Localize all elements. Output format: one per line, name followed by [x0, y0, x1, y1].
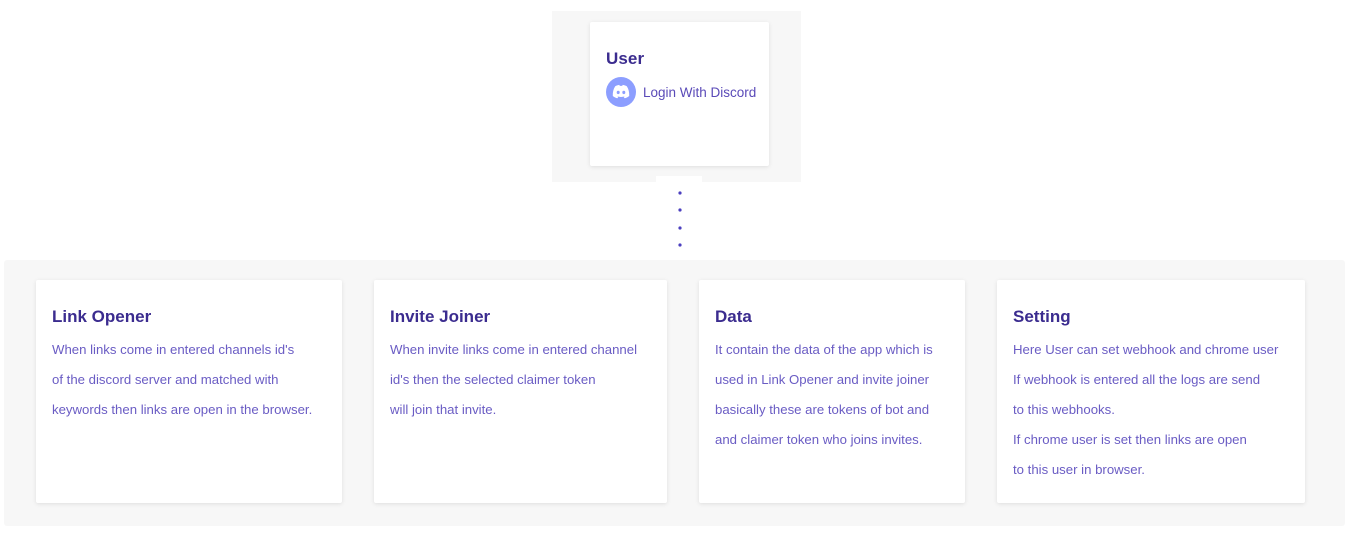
- feature-line: When links come in entered channels id's: [52, 342, 295, 357]
- feature-line: If webhook is entered all the logs are s…: [1013, 372, 1261, 387]
- feature-line: basically these are tokens of bot and: [715, 402, 930, 417]
- feature-card-data: Data It contain the data of the app whic…: [699, 280, 965, 503]
- login-with-discord-button[interactable]: Login With Discord: [606, 77, 756, 107]
- feature-description: It contain the data of the app which is …: [715, 335, 949, 455]
- feature-title: Setting: [1013, 307, 1071, 326]
- connector-dot: [678, 191, 682, 195]
- feature-title: Invite Joiner: [390, 307, 491, 326]
- feature-line: It contain the data of the app which is: [715, 342, 933, 357]
- discord-icon: [606, 77, 636, 107]
- feature-line: used in Link Opener and invite joiner: [715, 372, 930, 387]
- feature-line: When invite links come in entered channe…: [390, 342, 638, 357]
- feature-line: will join that invite.: [390, 402, 497, 417]
- user-card: User Login With Discord: [590, 22, 769, 166]
- feature-line: Here User can set webhook and chrome use…: [1013, 342, 1279, 357]
- feature-line: If chrome user is set then links are ope…: [1013, 432, 1247, 447]
- feature-line: to this webhooks.: [1013, 402, 1115, 417]
- connector-dotted-line: [678, 191, 682, 247]
- connector-dot: [678, 243, 682, 247]
- feature-line: and claimer token who joins invites.: [715, 432, 923, 447]
- connector-gap: [656, 176, 702, 184]
- feature-title: Data: [715, 307, 752, 326]
- user-title: User: [606, 49, 645, 68]
- feature-description: Here User can set webhook and chrome use…: [1013, 335, 1289, 485]
- feature-line: of the discord server and matched with: [52, 372, 279, 387]
- login-label: Login With Discord: [643, 84, 757, 100]
- feature-card-invite-joiner: Invite Joiner When invite links come in …: [374, 280, 667, 503]
- feature-card-setting: Setting Here User can set webhook and ch…: [997, 280, 1305, 503]
- feature-title: Link Opener: [52, 307, 152, 326]
- feature-description: When links come in entered channels id's…: [52, 335, 326, 425]
- feature-line: to this user in browser.: [1013, 462, 1145, 477]
- feature-line: keywords then links are open in the brow…: [52, 402, 313, 417]
- feature-line: id's then the selected claimer token: [390, 372, 596, 387]
- feature-description: When invite links come in entered channe…: [390, 335, 651, 425]
- connector-dot: [678, 208, 682, 212]
- feature-card-link-opener: Link Opener When links come in entered c…: [36, 280, 342, 503]
- connector-dot: [678, 226, 682, 230]
